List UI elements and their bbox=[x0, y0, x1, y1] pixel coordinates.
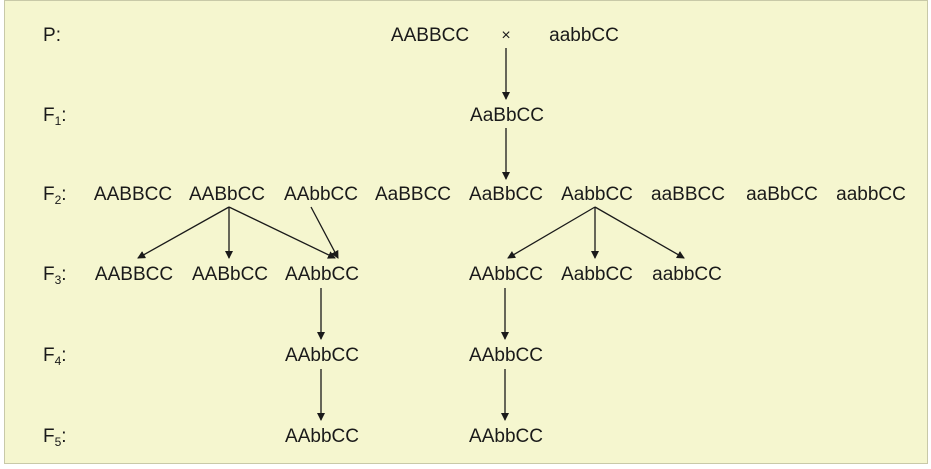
f2-genotype: aabbCC bbox=[836, 184, 906, 205]
arrow-f2-to-f3 bbox=[310, 206, 339, 259]
breeding-diagram: P: F1: F2: F3: F4: F5: AABBCC × aabbCC A… bbox=[4, 0, 928, 464]
f3-genotype: AABbCC bbox=[191, 264, 269, 285]
f4-genotype: AAbbCC bbox=[469, 345, 543, 366]
gen-label-p: P: bbox=[43, 25, 61, 46]
f2-genotype: AaBBCC bbox=[374, 184, 452, 205]
f2-genotype: aaBBCC bbox=[651, 184, 725, 205]
f3-genotype: aabbCC bbox=[652, 264, 722, 285]
arrow-f2-to-f3 bbox=[594, 206, 685, 259]
f5-genotype: AAbbCC bbox=[285, 426, 359, 447]
arrow-f2-to-f3 bbox=[228, 206, 336, 259]
f2-genotype: AABbCC bbox=[188, 184, 266, 205]
arrow-f2-to-f3 bbox=[507, 206, 596, 259]
f3-genotype: AAbbCC bbox=[285, 264, 359, 285]
f4-genotype: AAbbCC bbox=[285, 345, 359, 366]
f3-genotype: AABBCC bbox=[94, 264, 174, 285]
f2-genotype: AABBCC bbox=[93, 184, 173, 205]
gen-label-f3: F3: bbox=[43, 264, 67, 287]
f2-genotype: AaBbCC bbox=[469, 184, 543, 205]
f2-genotype: AabbCC bbox=[561, 184, 633, 205]
gen-label-f1: F1: bbox=[43, 105, 67, 128]
arrow-layer bbox=[137, 48, 685, 421]
f3-genotype: AAbbCC bbox=[469, 264, 543, 285]
gen-label-f4: F4: bbox=[43, 345, 67, 368]
f5-genotype: AAbbCC bbox=[469, 426, 543, 447]
f3-genotype: AabbCC bbox=[561, 264, 633, 285]
f2-genotype: AAbbCC bbox=[284, 184, 358, 205]
gen-label-f5: F5: bbox=[43, 426, 67, 449]
f2-genotype: aaBbCC bbox=[746, 184, 818, 205]
cross-symbol: × bbox=[501, 27, 511, 44]
f1-genotype: AaBbCC bbox=[470, 105, 544, 126]
arrow-f2-to-f3 bbox=[137, 206, 230, 259]
parent-genotype-left: AABBCC bbox=[390, 25, 470, 46]
gen-label-f2: F2: bbox=[43, 184, 67, 207]
parent-genotype-right: aabbCC bbox=[549, 25, 619, 46]
